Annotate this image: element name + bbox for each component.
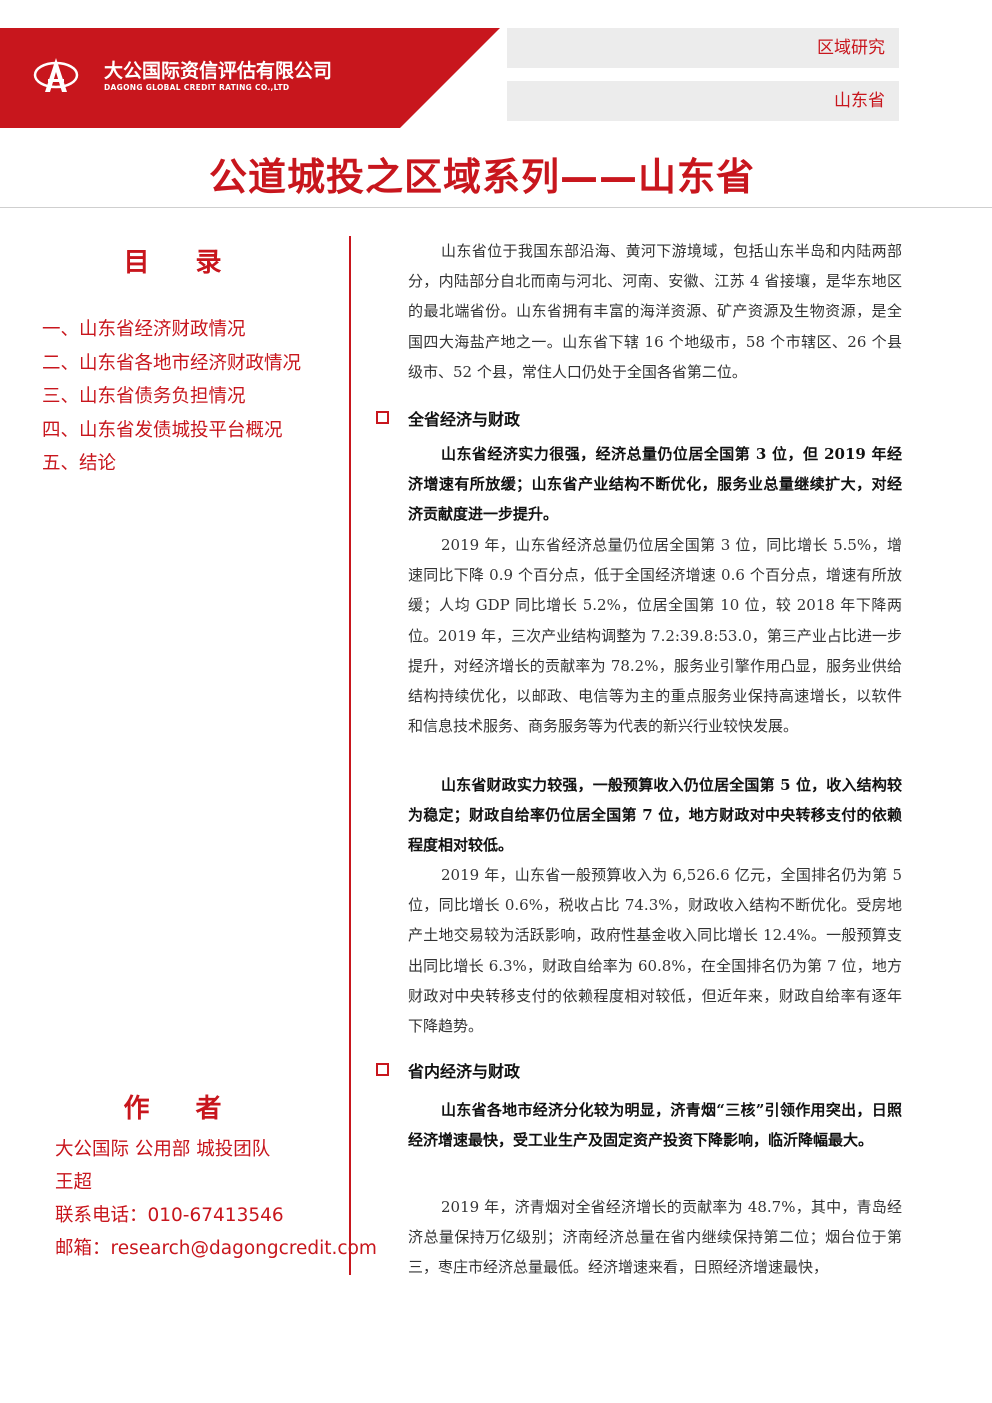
title-divider (0, 207, 992, 208)
author-name: 王超 (55, 1172, 93, 1193)
section-heading-2: 省内经济与财政 (376, 1058, 520, 1082)
toc-item[interactable]: 三、山东省债务负担情况 (42, 386, 246, 407)
page-title: 公道城投之区域系列——山东省 (208, 155, 755, 199)
author-heading: 作者 (123, 1094, 268, 1124)
toc-item[interactable]: 一、山东省经济财政情况 (42, 319, 246, 340)
company-name-cn: 大公国际资信评估有限公司 (104, 60, 333, 82)
lead-paragraph-3: 山东省各地市经济分化较为明显，济青烟“三核”引领作用突出，日照经济增速最快，受工… (408, 1101, 902, 1150)
body-paragraph-3: 2019 年，济青烟对全省经济增长的贡献率为 48.7%，其中，青岛经济总量保持… (408, 1198, 902, 1277)
company-name-en: DAGONG GLOBAL CREDIT RATING CO.,LTD (104, 83, 290, 92)
region-tag: 山东省 (507, 81, 899, 121)
category-tag: 区域研究 (507, 28, 899, 68)
lead-paragraph-2: 山东省财政实力较强，一般预算收入仍位居全国第 5 位，收入结构较为稳定；财政自给… (408, 776, 902, 855)
dagong-logo-icon (33, 52, 79, 98)
section-heading-1: 全省经济与财政 (376, 406, 520, 430)
toc-item[interactable]: 四、山东省发债城投平台概况 (42, 419, 283, 441)
lead-paragraph-1: 山东省经济实力很强，经济总量仍位居全国第 3 位，但 2019 年经济增速有所放… (408, 445, 902, 524)
square-bullet-icon (376, 411, 389, 424)
header-banner (0, 28, 500, 128)
intro-paragraph: 山东省位于我国东部沿海、黄河下游境域，包括山东半岛和内陆两部分，内陆部分自北而南… (408, 242, 902, 381)
author-org: 大公国际 公用部 城投团队 (55, 1139, 271, 1160)
toc-heading: 目录 (123, 248, 268, 278)
author-email[interactable]: 邮箱：research@dagongcredit.com (55, 1238, 377, 1259)
toc-item[interactable]: 二、山东省各地市经济财政情况 (42, 352, 302, 374)
body-paragraph-1: 2019 年，山东省经济总量仍位居全国第 3 位，同比增长 5.5%，增速同比下… (408, 536, 902, 736)
author-info: 大公国际 公用部 城投团队 王超 联系电话：010-67413546 邮箱：re… (55, 1133, 377, 1265)
author-phone: 联系电话：010-67413546 (55, 1205, 284, 1226)
column-divider (349, 236, 351, 1275)
body-paragraph-2: 2019 年，山东省一般预算收入为 6,526.6 亿元，全国排名仍为第 5 位… (408, 866, 902, 1036)
toc-list: 一、山东省经济财政情况 二、山东省各地市经济财政情况 三、山东省债务负担情况 四… (42, 313, 301, 481)
square-bullet-icon (376, 1063, 389, 1076)
toc-item[interactable]: 五、结论 (42, 453, 117, 474)
